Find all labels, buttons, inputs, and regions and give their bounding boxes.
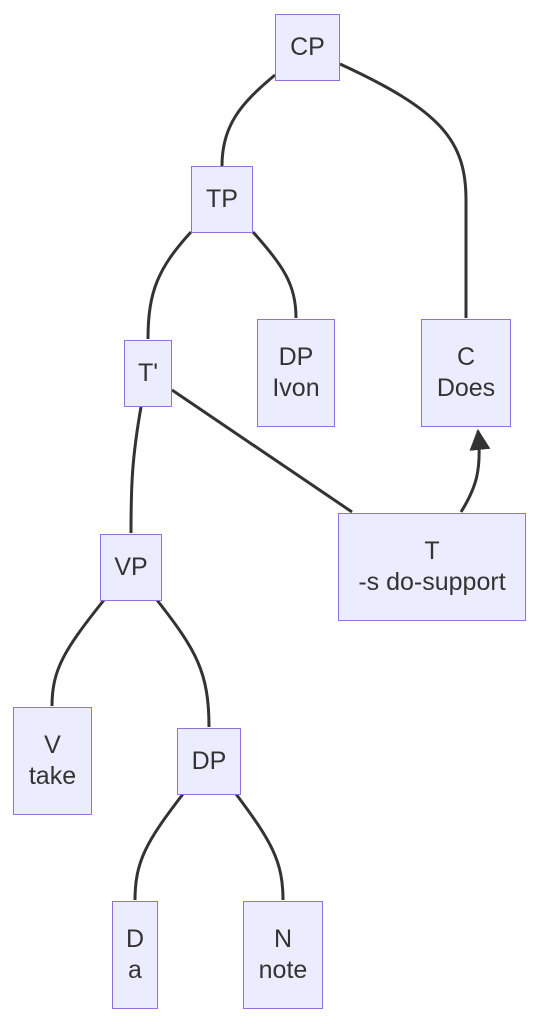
edge-t-do-support-c-does-arrow: [459, 428, 491, 513]
node-vp: VP: [100, 534, 162, 601]
edge-tp-dp-ivon: [251, 231, 298, 319]
node-d-a: D a: [112, 901, 158, 1009]
node-c-does: C Does: [421, 319, 511, 427]
node-cp: CP: [275, 14, 340, 81]
edge-vp-dp-object: [155, 599, 211, 728]
node-tp: TP: [191, 166, 253, 233]
edge-vp-v-take: [50, 599, 106, 707]
node-v-take: V take: [13, 707, 92, 815]
edge-t-bar-vp: [129, 406, 143, 534]
edge-dp-object-d-a: [133, 793, 185, 901]
edge-dp-object-n-note: [234, 793, 285, 901]
node-t-bar: T': [124, 340, 172, 407]
edge-cp-tp: [220, 73, 276, 167]
node-t-do-support: T -s do-support: [338, 513, 526, 621]
node-dp-ivon: DP Ivon: [257, 319, 335, 427]
edge-tp-t-bar: [146, 230, 193, 340]
edge-t-bar-t-do-support: [171, 388, 353, 514]
node-n-note: N note: [243, 901, 323, 1009]
node-dp-object: DP: [177, 728, 241, 795]
edge-cp-c-does: [339, 62, 468, 318]
